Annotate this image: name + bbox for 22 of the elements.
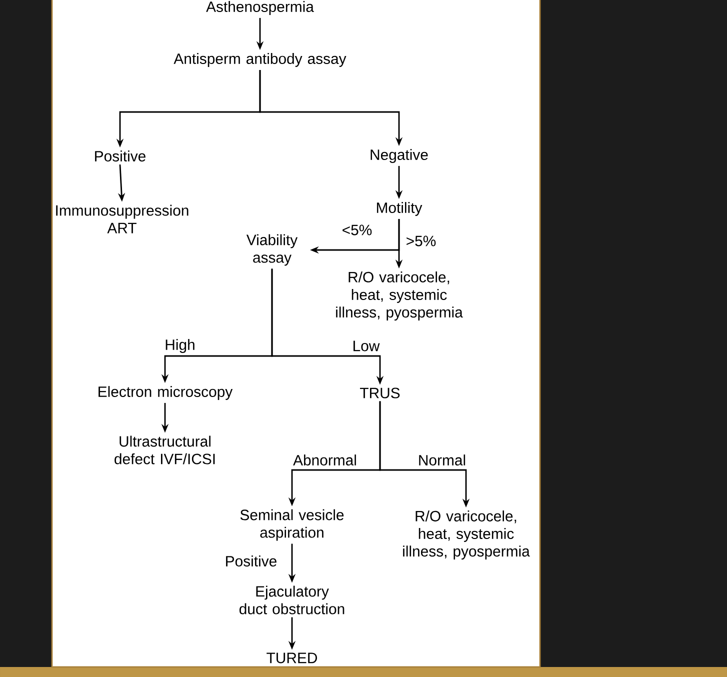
flow-text: Positive <box>95 150 146 162</box>
flow-text: R/O varicocele, heat, systemic illness, pyospermia <box>336 271 463 321</box>
edge-label: <5% <box>340 223 374 238</box>
flow-text: Negative <box>370 149 428 163</box>
flow-text: TRUS <box>360 388 400 398</box>
flow-text: Ultrastructural defect IVF/ICSI <box>114 436 215 464</box>
edge-label: Normal <box>416 452 468 468</box>
flow-text: Asthenospermia <box>206 1 314 15</box>
edge-label: Abnormal <box>291 452 359 468</box>
flow-text: Antisperm antibody assay <box>174 53 346 67</box>
flow-text: R/O varicocele, heat, systemic illness, pyospermia <box>403 510 530 560</box>
edge-label: High <box>162 337 198 355</box>
edge-label: >5% <box>404 234 438 248</box>
flow-text: Immunosuppression ART <box>56 204 188 234</box>
flow-text: Seminal vesicle aspiration <box>240 509 344 541</box>
flow-text: TURED <box>266 652 317 664</box>
flow-text: Motility <box>376 202 422 216</box>
flow-text: Ejaculatory duct obstruction <box>240 586 344 614</box>
edge-label: Low <box>350 339 382 353</box>
edge-label: Positive <box>223 554 279 568</box>
flow-text: Viability assay <box>246 234 298 266</box>
flow-text: Electron microscopy <box>98 386 233 400</box>
